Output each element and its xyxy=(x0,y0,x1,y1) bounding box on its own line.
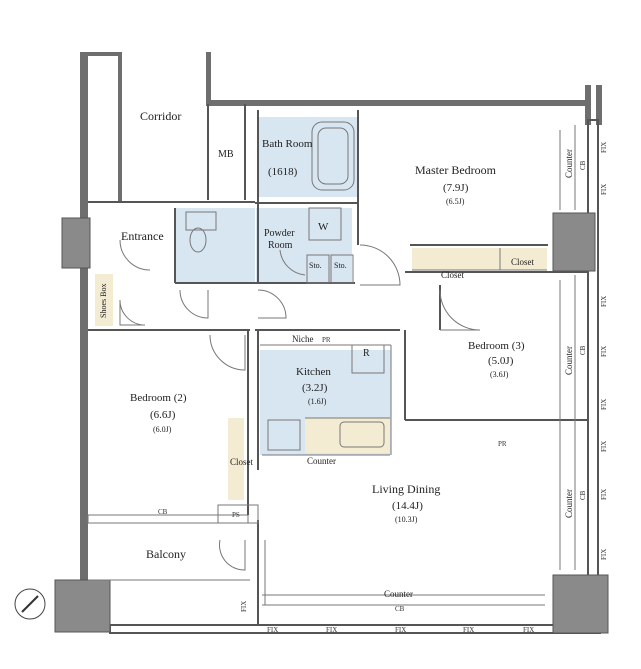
label-fix-r8: FIX xyxy=(600,549,608,560)
label-fix-r1: FIX xyxy=(600,142,608,153)
label-counter-kitchen: Counter xyxy=(307,456,336,466)
label-ps: PS xyxy=(232,511,240,519)
label-living-size-sub: (10.3J) xyxy=(395,515,418,524)
label-fix-r7: FIX xyxy=(600,489,608,500)
label-kitchen: Kitchen xyxy=(296,366,331,378)
label-entrance: Entrance xyxy=(121,229,164,243)
sink xyxy=(339,421,385,448)
fix-labels: FIX FIX FIX FIX FIX FIX FIX FIX FIX FIX … xyxy=(240,142,608,634)
powder-room-area xyxy=(256,208,352,283)
label-fix-b1: FIX xyxy=(267,626,278,634)
label-fix-r6: FIX xyxy=(600,441,608,452)
label-fix-r2: FIX xyxy=(600,184,608,195)
north-arrow-icon xyxy=(14,588,46,620)
washer-box xyxy=(308,207,342,241)
column-living xyxy=(552,574,609,634)
label-fix-b3: FIX xyxy=(395,626,406,634)
label-master-size-sub: (6.5J) xyxy=(446,197,465,206)
label-counter-right-1: Counter xyxy=(564,149,574,178)
master-closet-area xyxy=(412,248,547,270)
label-master-size: (7.9J) xyxy=(443,182,469,194)
label-shoes-box: Shoes Box xyxy=(99,284,108,318)
label-sto-2: Sto. xyxy=(334,261,347,270)
label-bath-size: (1618) xyxy=(268,166,298,178)
label-r: R xyxy=(363,348,370,359)
label-corridor: Corridor xyxy=(140,109,181,123)
column-master xyxy=(552,212,596,272)
label-w: W xyxy=(318,221,329,233)
label-pr-niche: PR xyxy=(322,336,331,344)
label-kitchen-size-sub: (1.6J) xyxy=(308,397,327,406)
label-living-size: (14.4J) xyxy=(392,500,423,512)
label-fix-b2: FIX xyxy=(326,626,337,634)
fridge-box xyxy=(351,344,385,374)
toilet xyxy=(189,227,207,253)
label-cb-bottom: CB xyxy=(395,605,405,613)
label-cb-right-3: CB xyxy=(579,490,587,500)
bathtub xyxy=(311,121,355,191)
label-bedroom3-size: (5.0J) xyxy=(488,355,514,367)
label-cb-right-2: CB xyxy=(579,345,587,355)
label-closet-b2: Closet xyxy=(230,457,254,467)
label-bedroom3: Bedroom (3) xyxy=(468,340,525,352)
label-niche: Niche xyxy=(292,334,314,344)
label-powder-1: Powder xyxy=(264,228,295,239)
label-master-bedroom: Master Bedroom xyxy=(415,163,497,177)
label-cb-right-1: CB xyxy=(579,160,587,170)
door-swings xyxy=(119,239,481,571)
label-powder-2: Room xyxy=(268,240,293,251)
storage-box-2 xyxy=(330,254,354,284)
label-fix-left: FIX xyxy=(240,601,248,612)
label-cb-bedroom2: CB xyxy=(158,508,168,516)
label-fix-r3: FIX xyxy=(600,296,608,307)
label-sto-1: Sto. xyxy=(309,261,322,270)
label-bath-room: Bath Room xyxy=(262,138,313,150)
label-counter-right-3: Counter xyxy=(564,489,574,518)
label-counter-right-2: Counter xyxy=(564,346,574,375)
column-entrance xyxy=(61,217,91,269)
washbasin xyxy=(185,211,217,231)
label-living-dining: Living Dining xyxy=(372,482,440,496)
label-kitchen-size: (3.2J) xyxy=(302,382,328,394)
ps-box xyxy=(217,504,259,524)
label-balcony: Balcony xyxy=(146,547,186,561)
bathtub-inner xyxy=(317,127,349,185)
washroom-area xyxy=(175,208,255,283)
label-closet-master-1: Closet xyxy=(441,270,465,280)
label-fix-r4: FIX xyxy=(600,346,608,357)
bedroom2-closet-area xyxy=(228,418,244,500)
label-fix-b5: FIX xyxy=(523,626,534,634)
label-fix-r5: FIX xyxy=(600,399,608,410)
label-fix-b4: FIX xyxy=(463,626,474,634)
label-closet-master-2: Closet xyxy=(511,257,535,267)
stove xyxy=(267,419,301,451)
label-bedroom2: Bedroom (2) xyxy=(130,392,187,404)
inner-walls xyxy=(88,104,588,625)
label-bedroom2-size-sub: (6.0J) xyxy=(153,425,172,434)
storage-box-1 xyxy=(306,254,330,284)
label-counter-bottom: Counter xyxy=(384,589,413,599)
label-pr-bedroom3: PR xyxy=(498,440,507,448)
kitchen-counter-area xyxy=(305,418,390,453)
label-mb: MB xyxy=(218,149,234,160)
label-bedroom3-size-sub: (3.6J) xyxy=(490,370,509,379)
column-balcony xyxy=(54,579,111,633)
label-bedroom2-size: (6.6J) xyxy=(150,409,176,421)
shoes-box-area xyxy=(95,274,113,326)
